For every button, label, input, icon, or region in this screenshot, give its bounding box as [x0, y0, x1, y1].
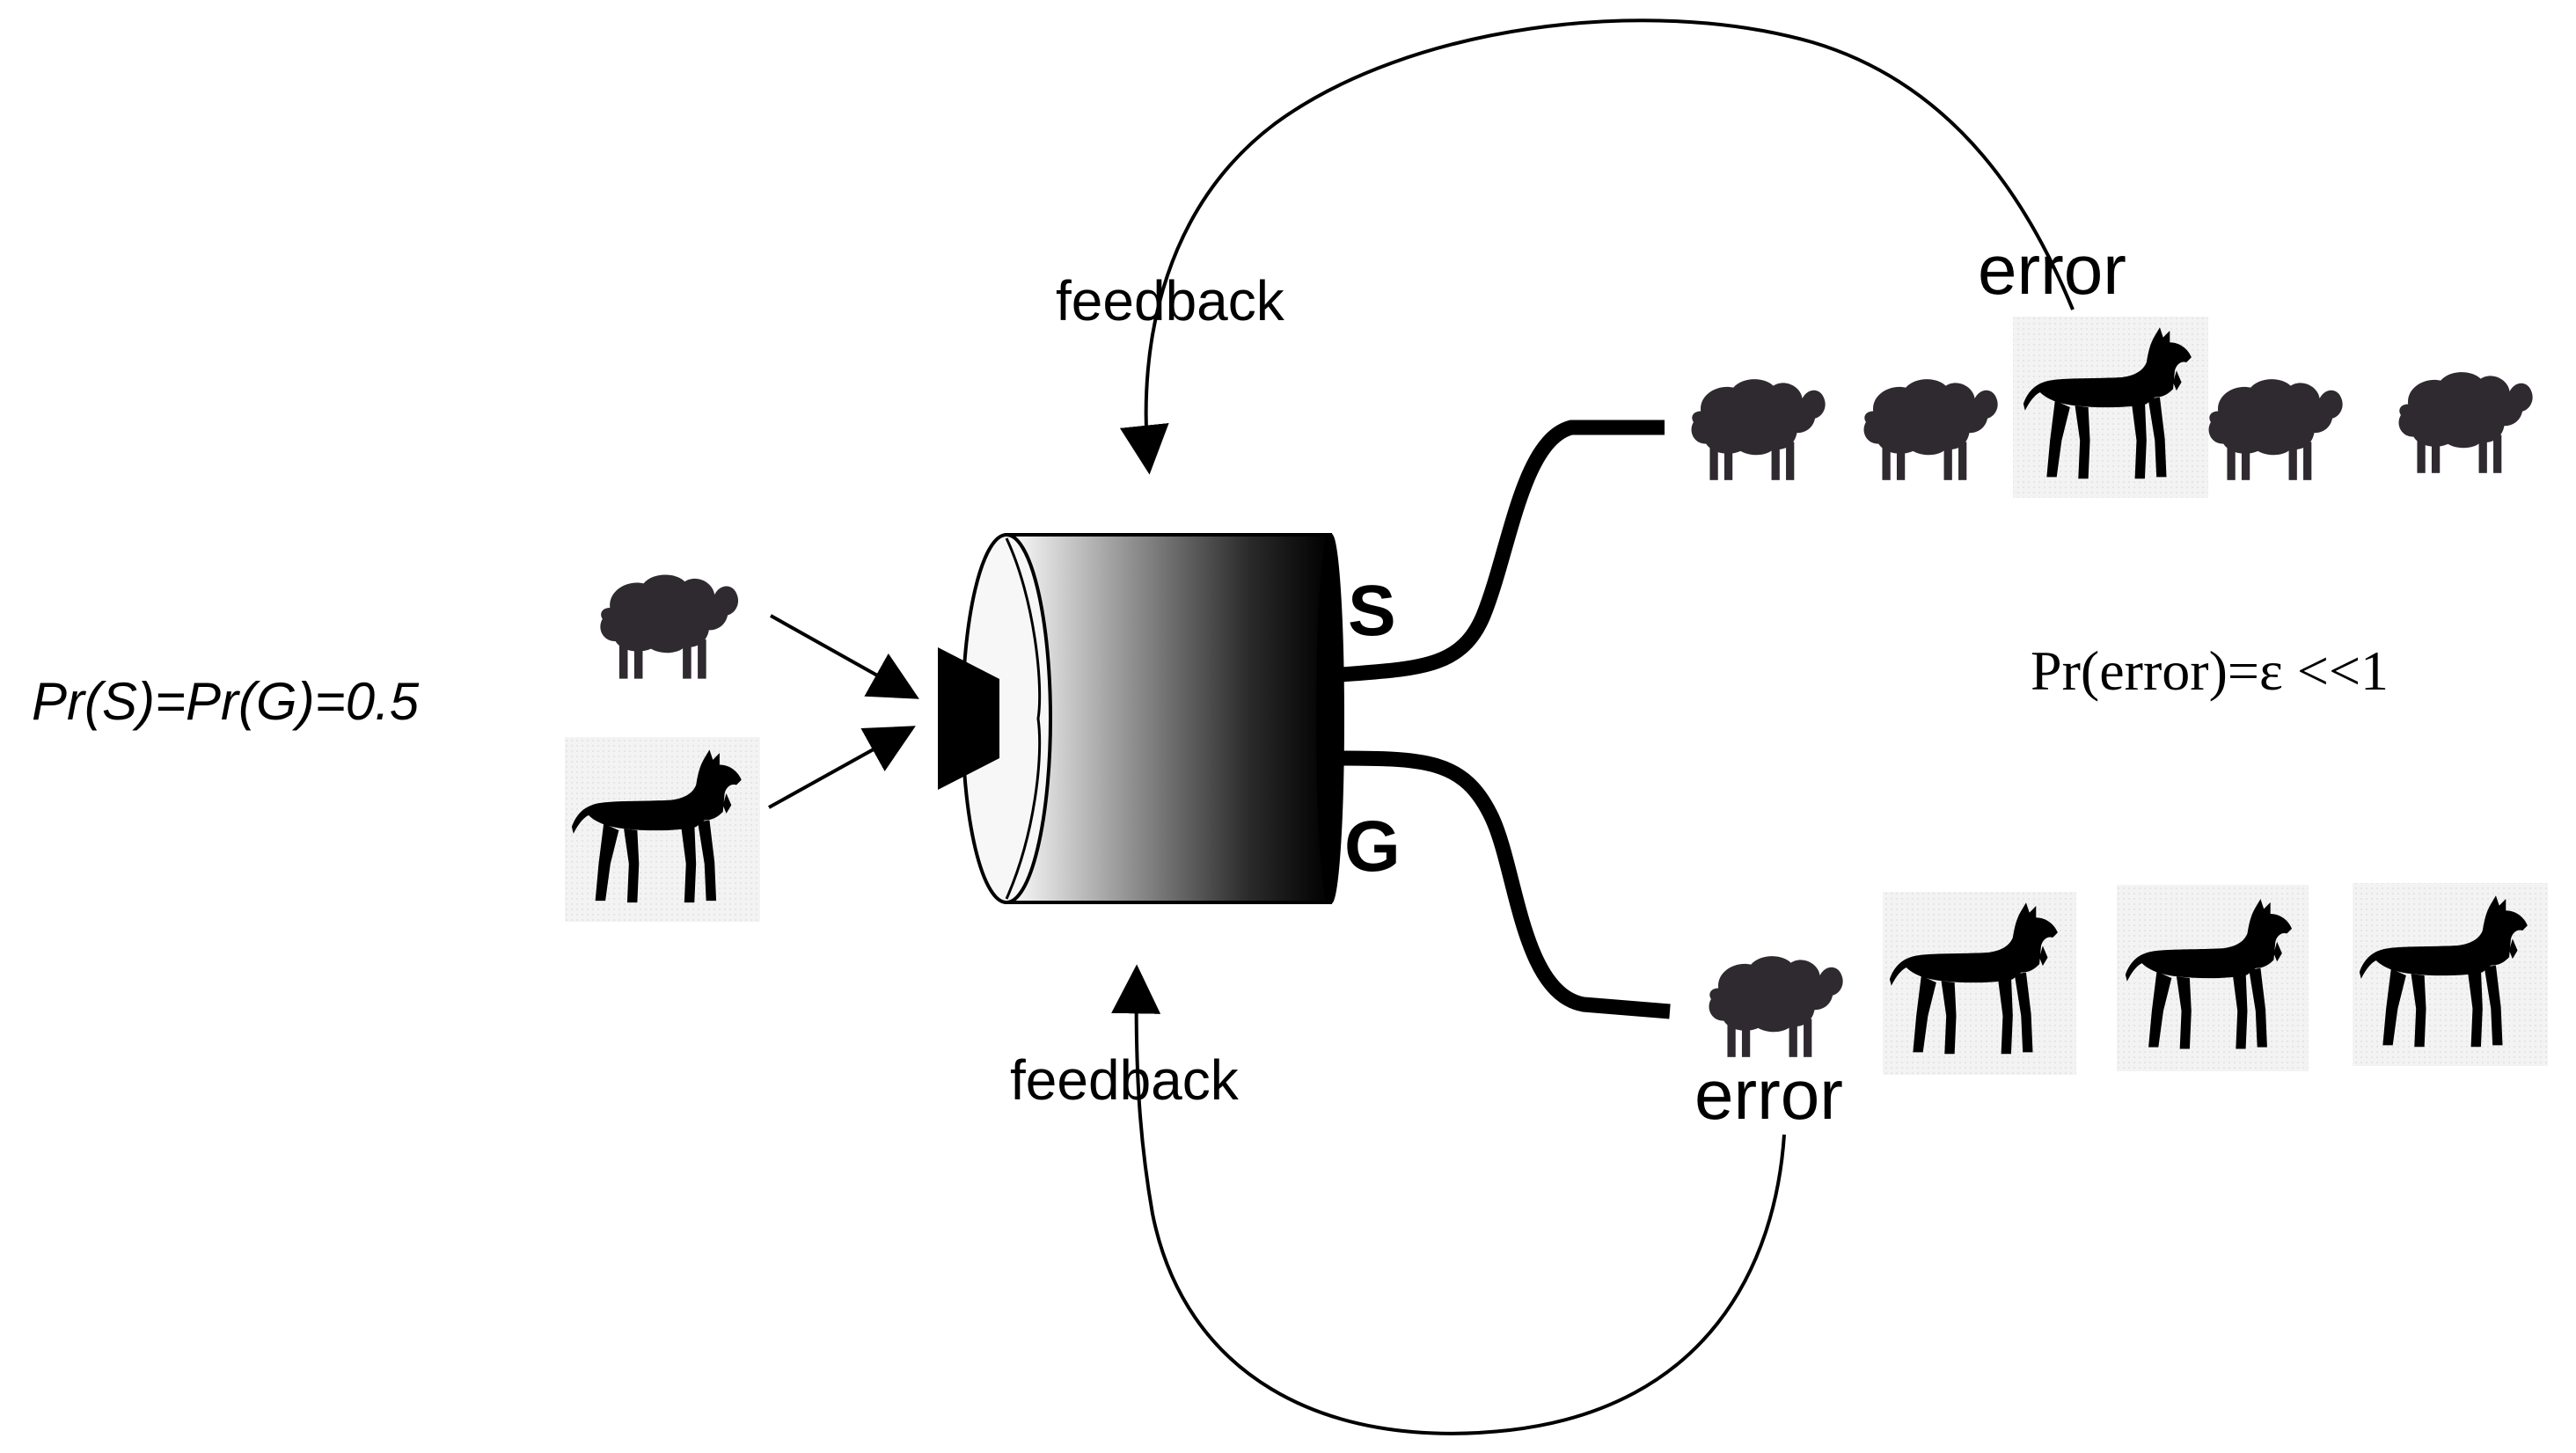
g-stream: [1709, 883, 2548, 1075]
prior-probability-label: Pr(S)=Pr(G)=0.5: [32, 672, 420, 731]
s-stream-sheep-4: [2398, 372, 2533, 473]
feedback-label-top: feedback: [1056, 269, 1285, 332]
s-stream-sheep-2: [1863, 379, 1998, 480]
input-goat-icon: [565, 737, 760, 922]
s-stream-sheep-1: [1691, 379, 1826, 480]
output-label-g: G: [1344, 807, 1401, 887]
error-label-top: error: [1978, 230, 2126, 309]
feedback-loop-top: [1119, 18, 2075, 475]
input-arrow-sheep: [770, 614, 919, 699]
feedback-label-bottom: feedback: [1010, 1048, 1240, 1112]
g-stream-sheep-error: [1709, 956, 1843, 1057]
error-rate-label: Pr(error)=ε <<1: [2031, 639, 2389, 702]
s-stream: [1691, 317, 2533, 498]
g-channel-pipe: [1329, 750, 1671, 1019]
intake-funnel-icon: [938, 647, 999, 790]
error-label-bottom: error: [1694, 1055, 1843, 1134]
sorter-machine-icon: [938, 533, 1344, 904]
s-stream-sheep-3: [2208, 379, 2343, 480]
output-label-s: S: [1348, 571, 1396, 651]
feedback-loop-bottom: [1111, 964, 1786, 1435]
s-channel-pipe: [1329, 420, 1665, 683]
input-sheep-icon: [600, 574, 739, 679]
input-arrow-goat: [768, 726, 916, 809]
